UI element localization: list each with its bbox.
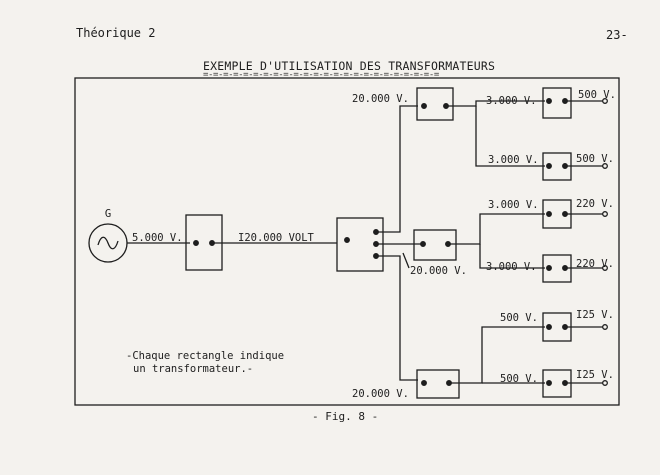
final-transformer-4	[542, 254, 608, 283]
final-transformer-3	[542, 199, 608, 229]
lower-feeder	[376, 255, 418, 381]
middle-feeder-tick	[402, 252, 410, 269]
lower-feeder-label: 20.000 V.	[352, 388, 409, 400]
diagram-title: EXEMPLE D'UTILISATION DES TRANSFORMATEUR…	[203, 59, 496, 73]
upper-output-1	[446, 100, 545, 107]
middle-output-2	[479, 244, 545, 269]
middle-feeder-label: 20.000 V.	[410, 265, 467, 277]
upper-intermediate-transformer	[416, 87, 454, 121]
title-underline: =-=-=-=-=-=-=-=-=-=-=-=-=-=-=-=-=-=-=-=-…	[203, 71, 439, 80]
station-3-output-label: 220 V.	[576, 198, 614, 210]
station-2-input-label: 3.000 V.	[488, 154, 539, 166]
middle-intermediate-transformer	[413, 229, 457, 261]
generator-voltage-label: 5.000 V.	[132, 232, 183, 244]
station-5-input-label: 500 V.	[500, 312, 538, 324]
station-1-input-label: 3.000 V.	[486, 95, 537, 107]
station-6-input-label: 500 V.	[500, 373, 538, 385]
note-line-1: -Chaque rectangle indique	[126, 350, 284, 362]
station-5-output-label: I25 V.	[576, 309, 614, 321]
station-4-output-label: 220 V.	[576, 258, 614, 270]
station-3-input-label: 3.000 V.	[488, 199, 539, 211]
generator-label: G	[105, 208, 111, 220]
final-transformer-1	[542, 87, 608, 119]
sine-wave-icon	[97, 236, 119, 250]
station-1-output-label: 500 V.	[578, 89, 616, 101]
figure-caption: - Fig. 8 -	[312, 410, 379, 423]
station-2-output-label: 500 V.	[576, 153, 614, 165]
upper-feeder	[376, 105, 418, 233]
station-4-input-label: 3.000 V.	[486, 261, 537, 273]
page-number: 23-	[606, 28, 628, 42]
page-header-left: Théorique 2	[76, 26, 156, 40]
final-transformer-2	[542, 152, 608, 181]
station-6-output-label: I25 V.	[576, 369, 614, 381]
generator: G	[88, 208, 190, 263]
note-line-2: un transformateur.-	[133, 363, 253, 375]
middle-output-1	[448, 213, 545, 245]
lower-intermediate-transformer	[416, 369, 460, 399]
final-transformer-6	[542, 369, 608, 398]
upper-feeder-label: 20.000 V.	[352, 93, 409, 105]
upper-output-2	[475, 106, 545, 167]
hv-line-label: I20.000 VOLT	[238, 232, 315, 244]
final-transformer-5	[542, 312, 608, 342]
lower-output-1	[449, 326, 545, 384]
diagram-frame	[74, 77, 620, 406]
